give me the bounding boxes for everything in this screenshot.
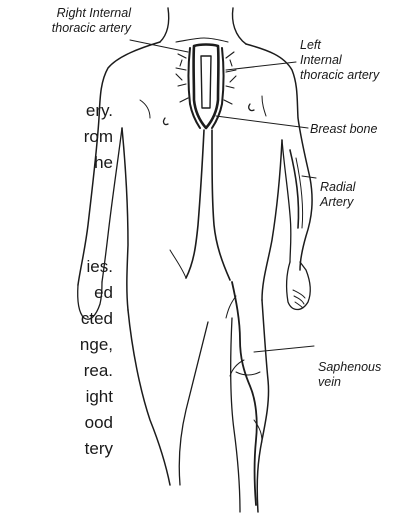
label-line: Radial bbox=[320, 180, 355, 195]
body-outline bbox=[140, 100, 150, 118]
body-outline bbox=[295, 302, 303, 308]
body-outline bbox=[249, 104, 254, 111]
label-line: Right Internal bbox=[52, 6, 131, 21]
label-saphenous-vein: Saphenous vein bbox=[318, 360, 381, 390]
body-outline bbox=[128, 310, 170, 485]
label-breast-bone: Breast bone bbox=[310, 122, 377, 137]
label-line: Left bbox=[300, 38, 379, 53]
leader-breast-bone bbox=[216, 116, 308, 128]
leader-left-internal bbox=[226, 62, 296, 70]
body-outline bbox=[262, 140, 282, 300]
leader-saphenous bbox=[254, 346, 314, 352]
body-outline bbox=[179, 322, 208, 485]
body-outline bbox=[287, 262, 310, 310]
label-line: Breast bone bbox=[310, 122, 377, 137]
body-outline bbox=[78, 42, 160, 285]
body-outline bbox=[78, 282, 102, 319]
saphenous-vein bbox=[232, 282, 257, 505]
label-line: Internal bbox=[300, 53, 379, 68]
body-outline bbox=[236, 372, 260, 375]
aorta bbox=[186, 130, 204, 278]
body-outline bbox=[262, 96, 266, 116]
body-outline bbox=[164, 118, 168, 125]
label-right-internal-thoracic-artery: Right Internal thoracic artery bbox=[52, 6, 131, 36]
label-line: Artery bbox=[320, 195, 355, 210]
breast-bone-inner bbox=[201, 56, 211, 108]
body-outline bbox=[257, 300, 268, 512]
body-outline bbox=[176, 38, 228, 42]
aorta bbox=[212, 130, 230, 280]
body-outline bbox=[102, 128, 122, 282]
breast-bone bbox=[194, 45, 219, 129]
neck-outline bbox=[160, 8, 169, 42]
body-outline bbox=[282, 140, 291, 262]
neck-outline bbox=[233, 8, 246, 44]
label-line: thoracic artery bbox=[300, 68, 379, 83]
label-line: thoracic artery bbox=[52, 21, 131, 36]
body-outline bbox=[122, 128, 128, 310]
label-radial-artery: Radial Artery bbox=[320, 180, 355, 210]
label-line: Saphenous bbox=[318, 360, 381, 375]
label-left-internal-thoracic-artery: Left Internal thoracic artery bbox=[300, 38, 379, 83]
body-outline bbox=[231, 318, 240, 512]
label-line: vein bbox=[318, 375, 381, 390]
